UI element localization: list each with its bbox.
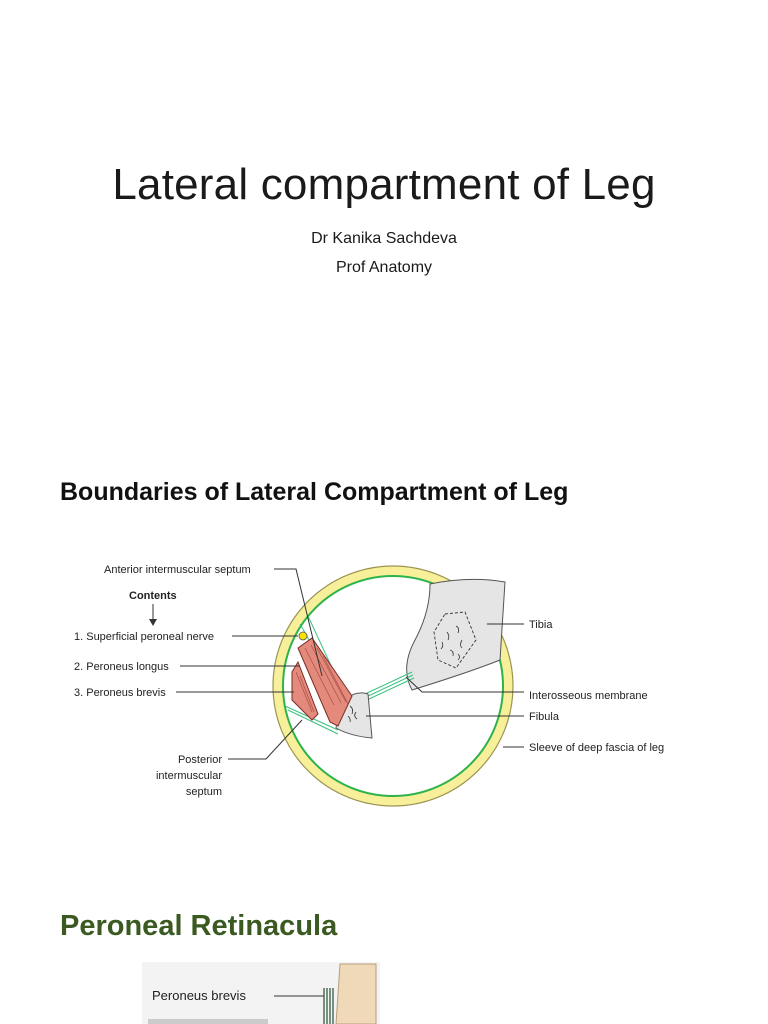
label-posterior-septum-1: Posterior <box>178 754 222 766</box>
fibula-shaft <box>335 963 377 1024</box>
author-name: Dr Kanika Sachdeva <box>311 230 457 247</box>
label-sleeve-deep-fascia: Sleeve of deep fascia of leg <box>529 742 664 754</box>
slide-title: Lateral compartment of Leg <box>112 160 656 209</box>
peroneus-brevis-fibres <box>295 671 315 713</box>
peroneus-longus-muscle <box>297 637 353 727</box>
boundaries-slide: Boundaries of Lateral Compartment of Leg <box>0 440 768 870</box>
tibia-bone <box>406 578 506 691</box>
label-interosseous-membrane: Interosseous membrane <box>529 690 648 702</box>
leg-cross-section-diagram: Anterior intermuscular septum Contents 1… <box>74 564 664 807</box>
contents-arrow-head <box>149 619 157 626</box>
tibia-marrow <box>433 611 477 669</box>
slide-heading: Boundaries of Lateral Compartment of Leg <box>60 478 569 506</box>
label-peroneus-brevis: Peroneus brevis <box>152 988 246 1003</box>
label-tibia: Tibia <box>529 619 553 631</box>
label-anterior-intermuscular-septum: Anterior intermuscular septum <box>104 564 251 576</box>
retinacula-diagram: Peroneus brevis <box>142 962 380 1024</box>
slide-heading: Peroneal Retinacula <box>60 910 338 942</box>
author-role: Prof Anatomy <box>335 259 433 276</box>
tibia-trabeculae <box>440 625 463 661</box>
label-contents: Contents <box>129 590 177 602</box>
partial-label-fragment <box>148 1019 268 1024</box>
peroneus-brevis-tendon <box>323 988 334 1024</box>
label-fibula: Fibula <box>529 711 560 723</box>
label-peroneus-brevis: 3. Peroneus brevis <box>74 687 166 699</box>
label-superficial-peroneal-nerve: 1. Superficial peroneal nerve <box>74 631 214 643</box>
label-posterior-septum-3: septum <box>186 786 222 798</box>
label-posterior-septum-2: intermuscular <box>156 770 222 782</box>
superficial-peroneal-nerve <box>298 631 308 641</box>
peroneus-longus-fibres <box>304 644 349 706</box>
retinacula-slide: Peroneal Retinacula Peroneus brevis <box>0 870 768 1024</box>
interosseous-membrane <box>364 671 415 701</box>
title-slide: Lateral compartment of Leg Dr Kanika Sac… <box>0 0 768 440</box>
leader-lines <box>152 568 524 760</box>
label-peroneus-longus: 2. Peroneus longus <box>74 661 169 673</box>
fibula-trabeculae <box>347 705 358 723</box>
